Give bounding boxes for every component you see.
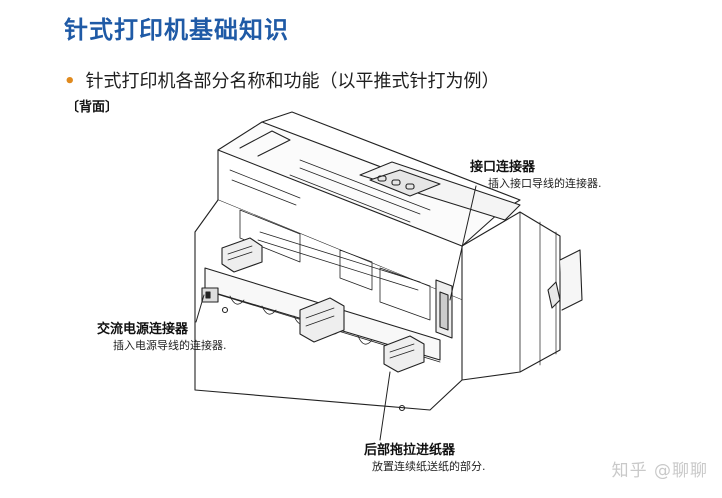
leader-tractor	[379, 371, 391, 441]
section-tag: 〔背面〕	[66, 100, 119, 115]
callout-power-description: 插入电源导线的连接器.	[113, 339, 227, 352]
bullet-dot-icon: •	[64, 71, 76, 92]
callout-interface-connector: 接口连接器 插入接口导线的连接器.	[470, 160, 602, 192]
tractor-units	[221, 237, 425, 373]
slide-title: 针式打印机基础知识	[64, 16, 289, 44]
callout-interface-title: 接口连接器	[470, 160, 536, 175]
power-connector	[201, 287, 406, 412]
callout-power-connector: 交流电源连接器 插入电源导线的连接器.	[97, 322, 227, 354]
leader-power	[195, 294, 205, 323]
bullet-text: 针式打印机各部分名称和功能（以平推式针打为例）	[85, 71, 500, 92]
callout-rear-tractor: 后部拖拉进纸器 放置连续纸送纸的部分.	[364, 443, 486, 475]
callout-interface-description: 插入接口导线的连接器.	[488, 177, 602, 190]
callout-tractor-title: 后部拖拉进纸器	[364, 443, 456, 458]
callout-power-title: 交流电源连接器	[97, 322, 189, 337]
printer-top-cover	[217, 111, 521, 247]
leader-interface	[449, 185, 477, 301]
callout-leaders	[195, 185, 477, 441]
interface-panel	[359, 161, 521, 221]
bullet-heading: • 针式打印机各部分名称和功能（以平推式针打为例）	[64, 67, 500, 93]
callout-tractor-description: 放置连续纸送纸的部分.	[372, 460, 486, 473]
watermark: 知乎 @聊聊	[611, 461, 708, 481]
